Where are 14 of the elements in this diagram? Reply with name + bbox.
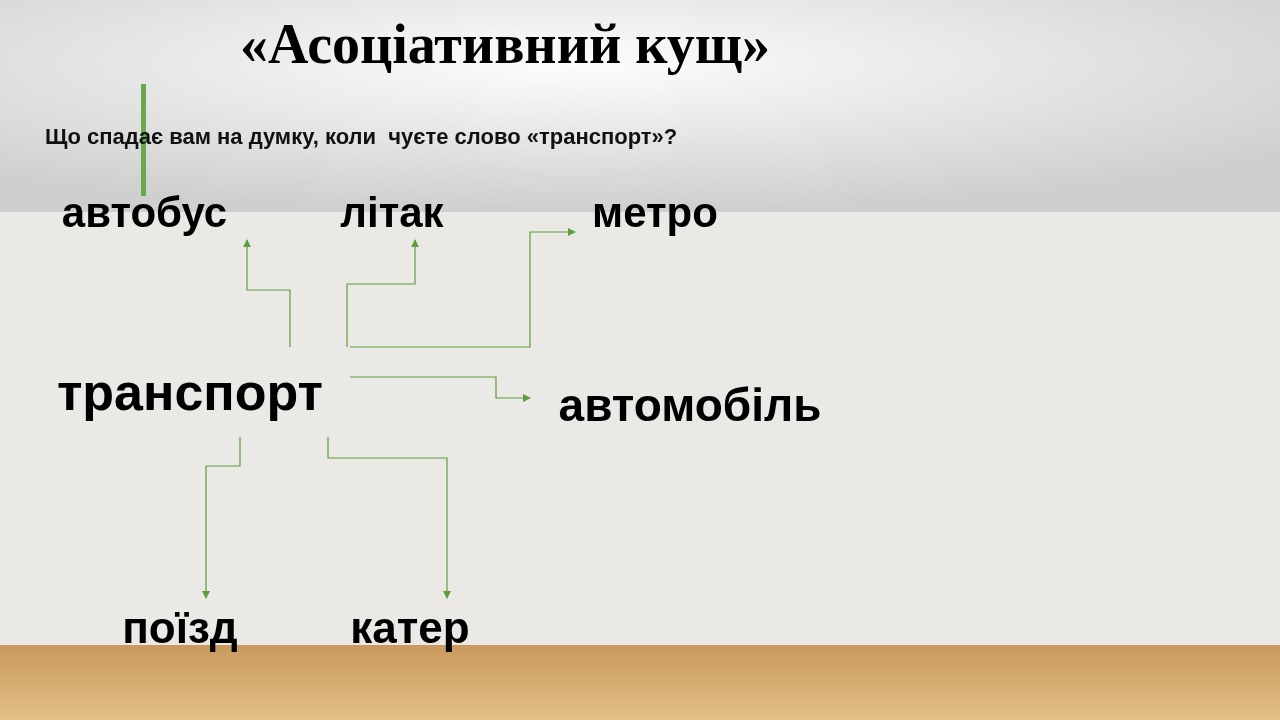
slide-title: «Асоціативний кущ» [239, 12, 771, 76]
word-label: автобус [61, 189, 228, 237]
word-label: автомобіль [558, 378, 822, 432]
elbow-arrow [349, 228, 576, 348]
elbow-arrow [202, 436, 241, 599]
word-label: літак [340, 189, 444, 237]
word-label: транспорт [56, 362, 324, 422]
word-label: поїзд [122, 603, 238, 653]
word-label: катер [350, 603, 470, 653]
elbow-arrow [327, 436, 451, 599]
word-label: метро [592, 189, 718, 237]
elbow-arrow [346, 239, 419, 348]
elbow-arrow [349, 376, 531, 402]
elbow-arrow [243, 239, 291, 348]
